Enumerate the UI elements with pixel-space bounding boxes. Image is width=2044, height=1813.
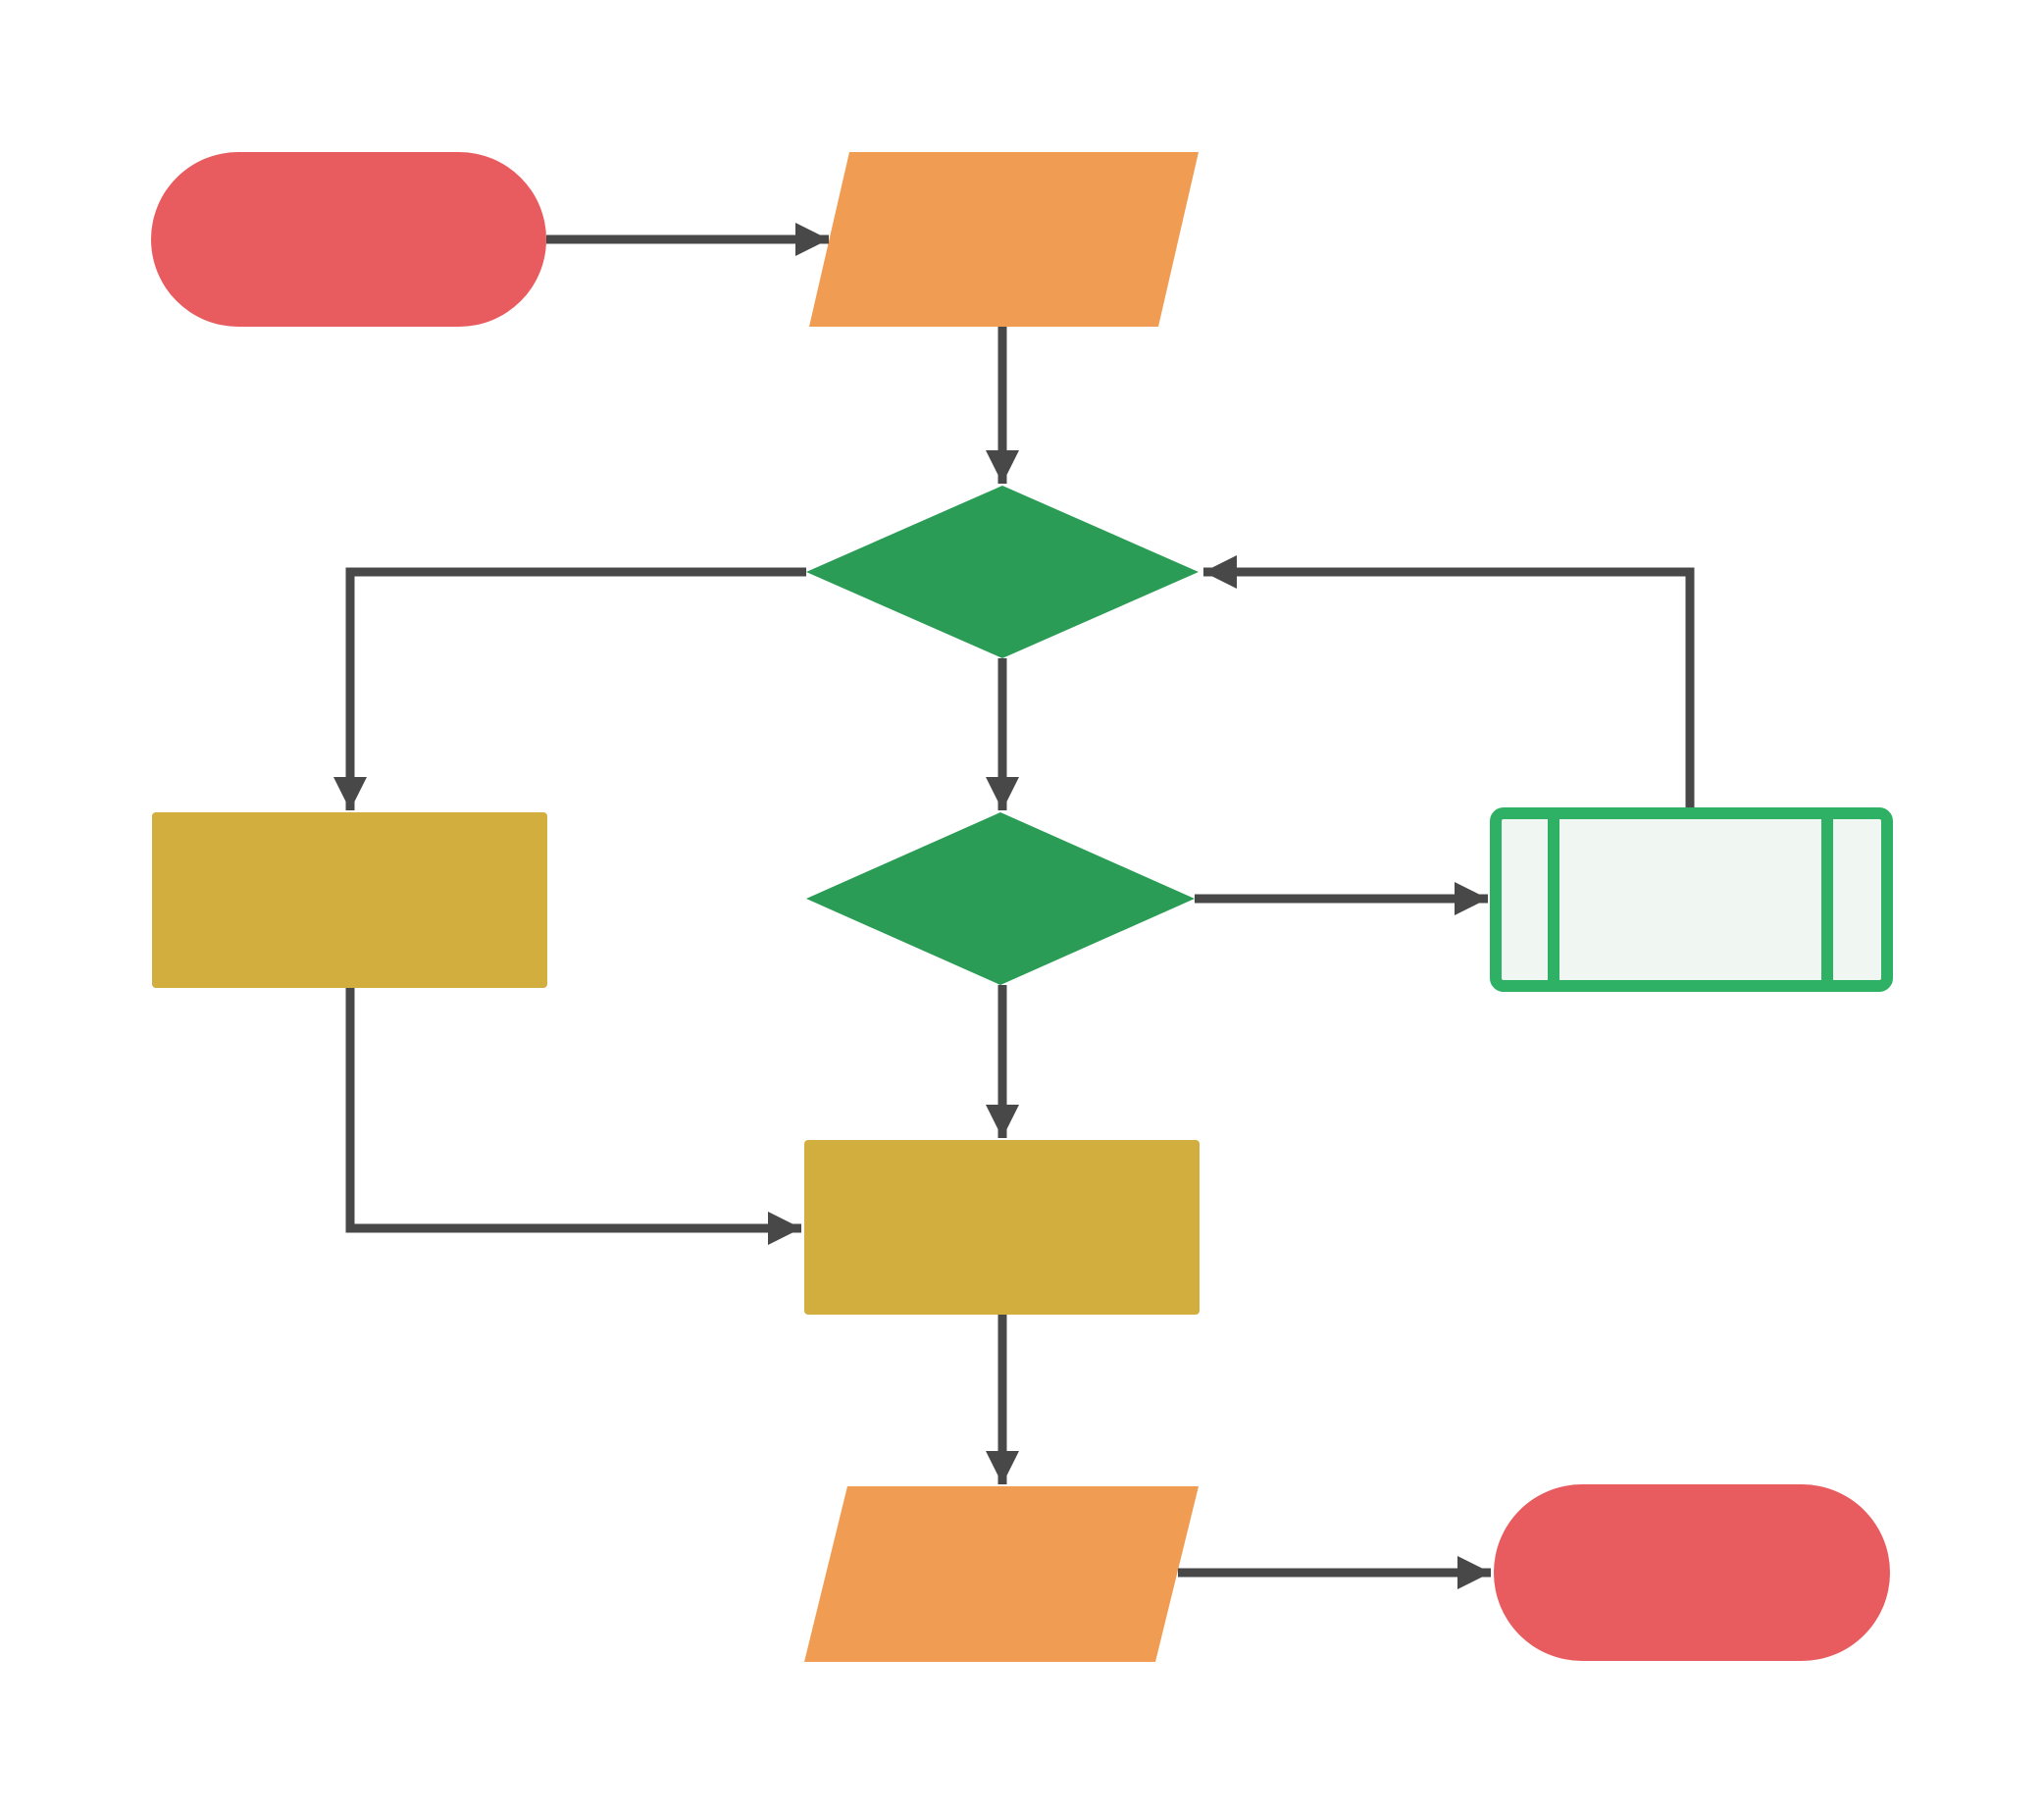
node-predefined-process-box bbox=[1490, 807, 1893, 992]
connector-decision1-to-process-left bbox=[333, 567, 806, 810]
nodes-layer bbox=[151, 152, 1893, 1662]
node-end-terminator bbox=[1494, 1484, 1890, 1661]
node-io-parallelogram-bottom bbox=[804, 1486, 1199, 1662]
node-io-parallelogram-top bbox=[809, 152, 1199, 327]
connectors-layer bbox=[333, 223, 1695, 1589]
connector-subroutine-to-decision1 bbox=[1203, 555, 1695, 807]
node-decision-diamond-1 bbox=[806, 486, 1199, 658]
node-process-rect-left bbox=[152, 812, 547, 988]
node-process-rect-center bbox=[804, 1140, 1200, 1315]
node-decision-diamond-2 bbox=[806, 812, 1195, 985]
node-start-terminator bbox=[151, 152, 546, 327]
connector-process-left-to-center bbox=[345, 988, 801, 1245]
